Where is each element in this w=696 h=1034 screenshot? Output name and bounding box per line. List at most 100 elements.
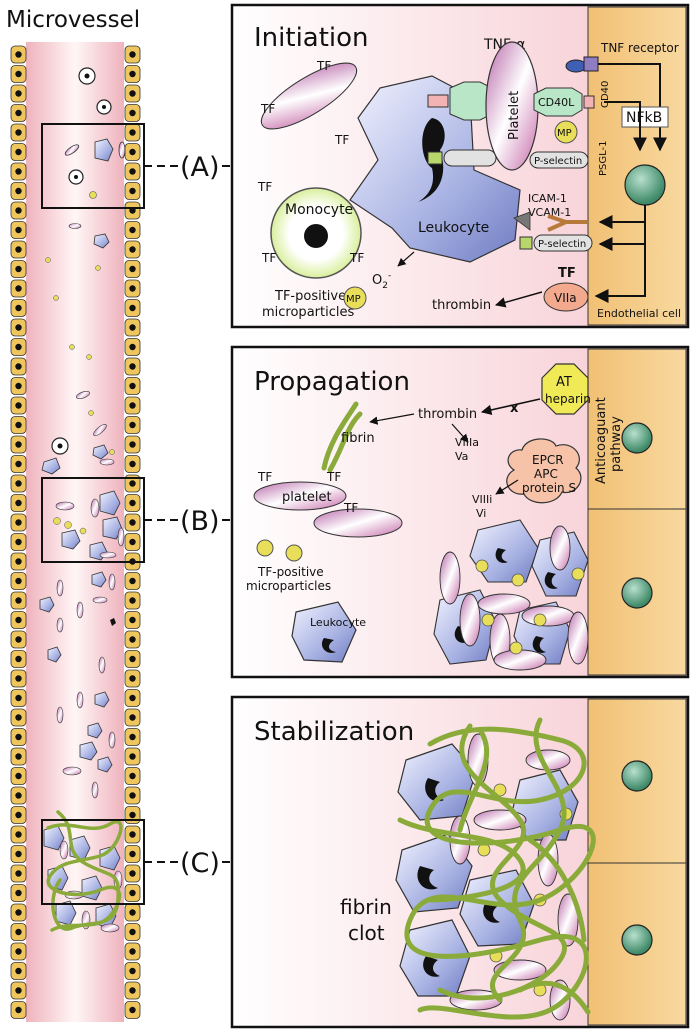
wall-cell-nucleus (15, 987, 22, 994)
wall-cell-nucleus (15, 636, 22, 643)
wall-cell-nucleus (15, 831, 22, 838)
wall-cell-nucleus (15, 304, 22, 312)
vi-label: Vi (476, 507, 486, 520)
thrombin-label: thrombin (432, 298, 491, 313)
anticoagulant-label-2: pathway (609, 416, 624, 472)
fibrin-clot-label-1: fibrin (340, 895, 392, 919)
wall-cell-nucleus (15, 753, 22, 760)
wall-cell-nucleus (129, 577, 136, 585)
wall-cell-nucleus (129, 1006, 136, 1014)
stabilization-clot (395, 717, 596, 1021)
anticoagulant-label-1: Anticoaguant (594, 397, 609, 484)
figure-title: Microvessel (6, 7, 140, 33)
wall-cell-nucleus (15, 207, 22, 214)
wall-cell-nucleus (15, 148, 22, 156)
wall-cell-nucleus (129, 402, 136, 409)
tf-label: TF (349, 251, 364, 265)
heading-propagation: Propagation (254, 367, 410, 397)
callout-label-c: (C) (180, 848, 220, 879)
fibrin-clot-label-2: clot (348, 921, 385, 945)
fibrin-label-b: fibrin (341, 431, 375, 446)
wall-cell-nucleus (15, 324, 22, 331)
wall-cell-nucleus (129, 889, 136, 897)
wall-cell-nucleus (129, 246, 136, 253)
wall-cell-nucleus (129, 499, 136, 507)
icam1-label: ICAM-1 (528, 192, 567, 205)
wall-cell-nucleus (15, 402, 22, 409)
wall-cell-nucleus (129, 168, 136, 175)
tf-label: TF (260, 102, 275, 116)
vessel-wall-left (10, 45, 27, 1019)
vessel-cells (41, 67, 126, 475)
wall-cell-nucleus (129, 909, 136, 916)
wall-cell-nucleus (129, 675, 136, 682)
wall-cell-nucleus (129, 129, 136, 136)
vessel-aggregate-b (39, 490, 125, 799)
endothelial-cell (587, 6, 687, 326)
wall-cell-nucleus (129, 441, 136, 448)
wall-cell-nucleus (129, 90, 136, 97)
wall-cell-nucleus (129, 460, 136, 468)
wall-cell-nucleus (129, 265, 136, 273)
wall-cell-nucleus (15, 187, 22, 195)
wall-cell-nucleus (129, 597, 136, 604)
wall-cell-nucleus (129, 987, 136, 994)
tf-label: TF (257, 470, 272, 484)
wall-cell-nucleus (15, 772, 22, 780)
panel-initiation: Initiation TNF-α TNF receptor TF TF TF M… (230, 3, 690, 329)
microparticles-label-b: microparticles (246, 579, 331, 593)
wall-cell-nucleus (129, 792, 136, 799)
wall-cell-nucleus (15, 1006, 22, 1014)
tf-label: TF (261, 251, 276, 265)
wall-cell-nucleus (129, 948, 136, 955)
callouts: (A) (B) (C) (144, 152, 232, 879)
va-label: Va (455, 450, 468, 463)
panel-stabilization: Stabilization (230, 695, 690, 1029)
mp-legend-label: MP (346, 294, 361, 305)
propagation-aggregate (433, 519, 589, 671)
wall-cell-nucleus (129, 850, 136, 858)
wall-cell-nucleus (15, 363, 22, 370)
wall-cell-nucleus (15, 675, 22, 682)
o2-label: O2- (372, 271, 391, 291)
wall-cell-nucleus (15, 168, 22, 175)
panel-propagation: Propagation Anticoaguant pathway AT hepa… (230, 345, 690, 679)
protein-s-label: protein S (522, 481, 576, 495)
wall-cell-nucleus (129, 772, 136, 780)
endothelial-nucleus (624, 164, 666, 206)
wall-cell-nucleus (129, 714, 136, 721)
viiii-label: VIIIi (472, 493, 492, 506)
monocyte-label: Monocyte (285, 202, 353, 218)
wall-cell-nucleus (15, 90, 22, 97)
wall-cell-nucleus (129, 324, 136, 331)
wall-cell-nucleus (15, 519, 22, 526)
platelet-label: Platelet (507, 91, 522, 140)
wall-cell-nucleus (15, 889, 22, 897)
heading-initiation: Initiation (254, 23, 369, 53)
wall-cell-nucleus (15, 499, 22, 507)
wall-cell-nucleus (15, 265, 22, 273)
wall-cell-nucleus (15, 343, 22, 351)
wall-cell-nucleus (15, 51, 22, 58)
wall-cell-nucleus (129, 519, 136, 526)
nfkb-label: NFkB (626, 110, 662, 126)
wall-cell-nucleus (15, 714, 22, 721)
tf-viia-tf-label: TF (558, 266, 576, 281)
mp-label: MP (557, 128, 572, 139)
wall-cell-nucleus (15, 616, 22, 624)
heparin-label: heparin (545, 392, 591, 406)
wall-cell-nucleus (15, 421, 22, 429)
wall-cell-nucleus (129, 480, 136, 487)
wall-cell-nucleus (129, 382, 136, 390)
wall-cell-nucleus (129, 753, 136, 760)
wall-cell-nucleus (129, 694, 136, 702)
wall-cell-nucleus (15, 694, 22, 702)
callout-label-b: (B) (180, 506, 220, 537)
at-label: AT (556, 375, 572, 390)
wall-cell-nucleus (15, 382, 22, 390)
wall-cell-nucleus (15, 928, 22, 936)
wall-cell-nucleus (129, 831, 136, 838)
wall-cell-nucleus (15, 441, 22, 448)
wall-cell-nucleus (15, 246, 22, 253)
